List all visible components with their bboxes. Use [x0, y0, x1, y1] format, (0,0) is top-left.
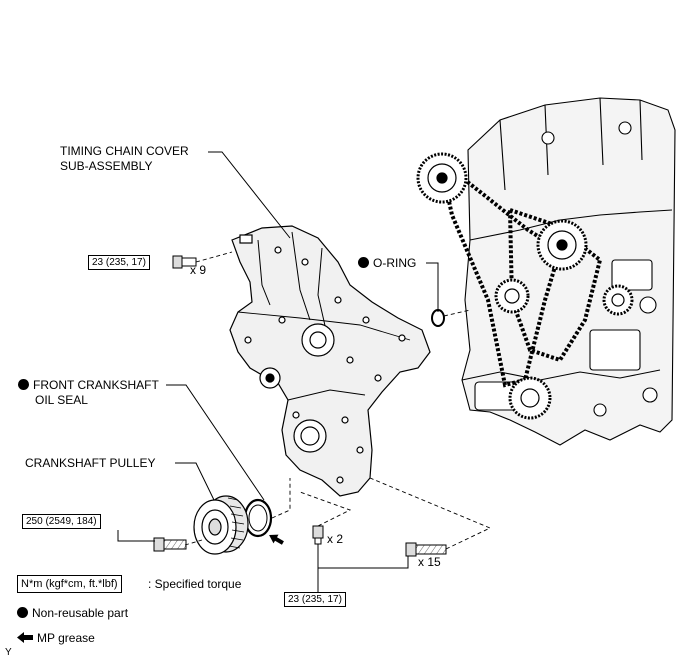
legend-torque-text: : Specified torque [148, 577, 242, 591]
o-ring-label: O-RING [358, 256, 416, 271]
torque-cover-bolts: 23 (235, 17) [88, 255, 150, 270]
timing-cover-label: TIMING CHAIN COVER SUB-ASSEMBLY [60, 144, 189, 173]
timing-chain-cover [229, 225, 431, 497]
legend-grease: MP grease [17, 631, 95, 646]
qty-small-bolts: x 2 [327, 532, 344, 546]
corner-mark: Y [5, 647, 12, 658]
non-reusable-dot-icon [18, 379, 29, 390]
engine-block [461, 97, 676, 446]
non-reusable-dot-icon [17, 607, 28, 618]
qty-long-bolts: x 15 [418, 555, 441, 569]
legend-nonreusable: Non-reusable part [17, 606, 128, 621]
non-reusable-dot-icon [358, 257, 369, 268]
small-bolt [312, 525, 324, 545]
o-ring-part [431, 309, 445, 327]
leader-lines [117, 151, 439, 600]
assembly-lines [184, 251, 492, 550]
legend-torque-unit: N*m (kgf*cm, ft.*lbf) [17, 575, 122, 593]
long-bolt [405, 542, 447, 557]
pulley-bolt [153, 537, 187, 552]
front-seal-label: FRONT CRANKSHAFT OIL SEAL [18, 378, 159, 408]
sprockets [416, 152, 634, 420]
torque-pulley-bolt: 250 (2549, 184) [22, 514, 101, 529]
front-oil-seal-part [243, 498, 273, 538]
torque-lower-bolts: 23 (235, 17) [284, 592, 346, 607]
crankshaft-pulley-part [193, 495, 249, 555]
grease-arrow-icon [17, 632, 33, 643]
qty-upper-bolts: x 9 [190, 263, 207, 277]
crank-pulley-label: CRANKSHAFT PULLEY [25, 456, 156, 470]
grease-arrow [269, 534, 284, 545]
